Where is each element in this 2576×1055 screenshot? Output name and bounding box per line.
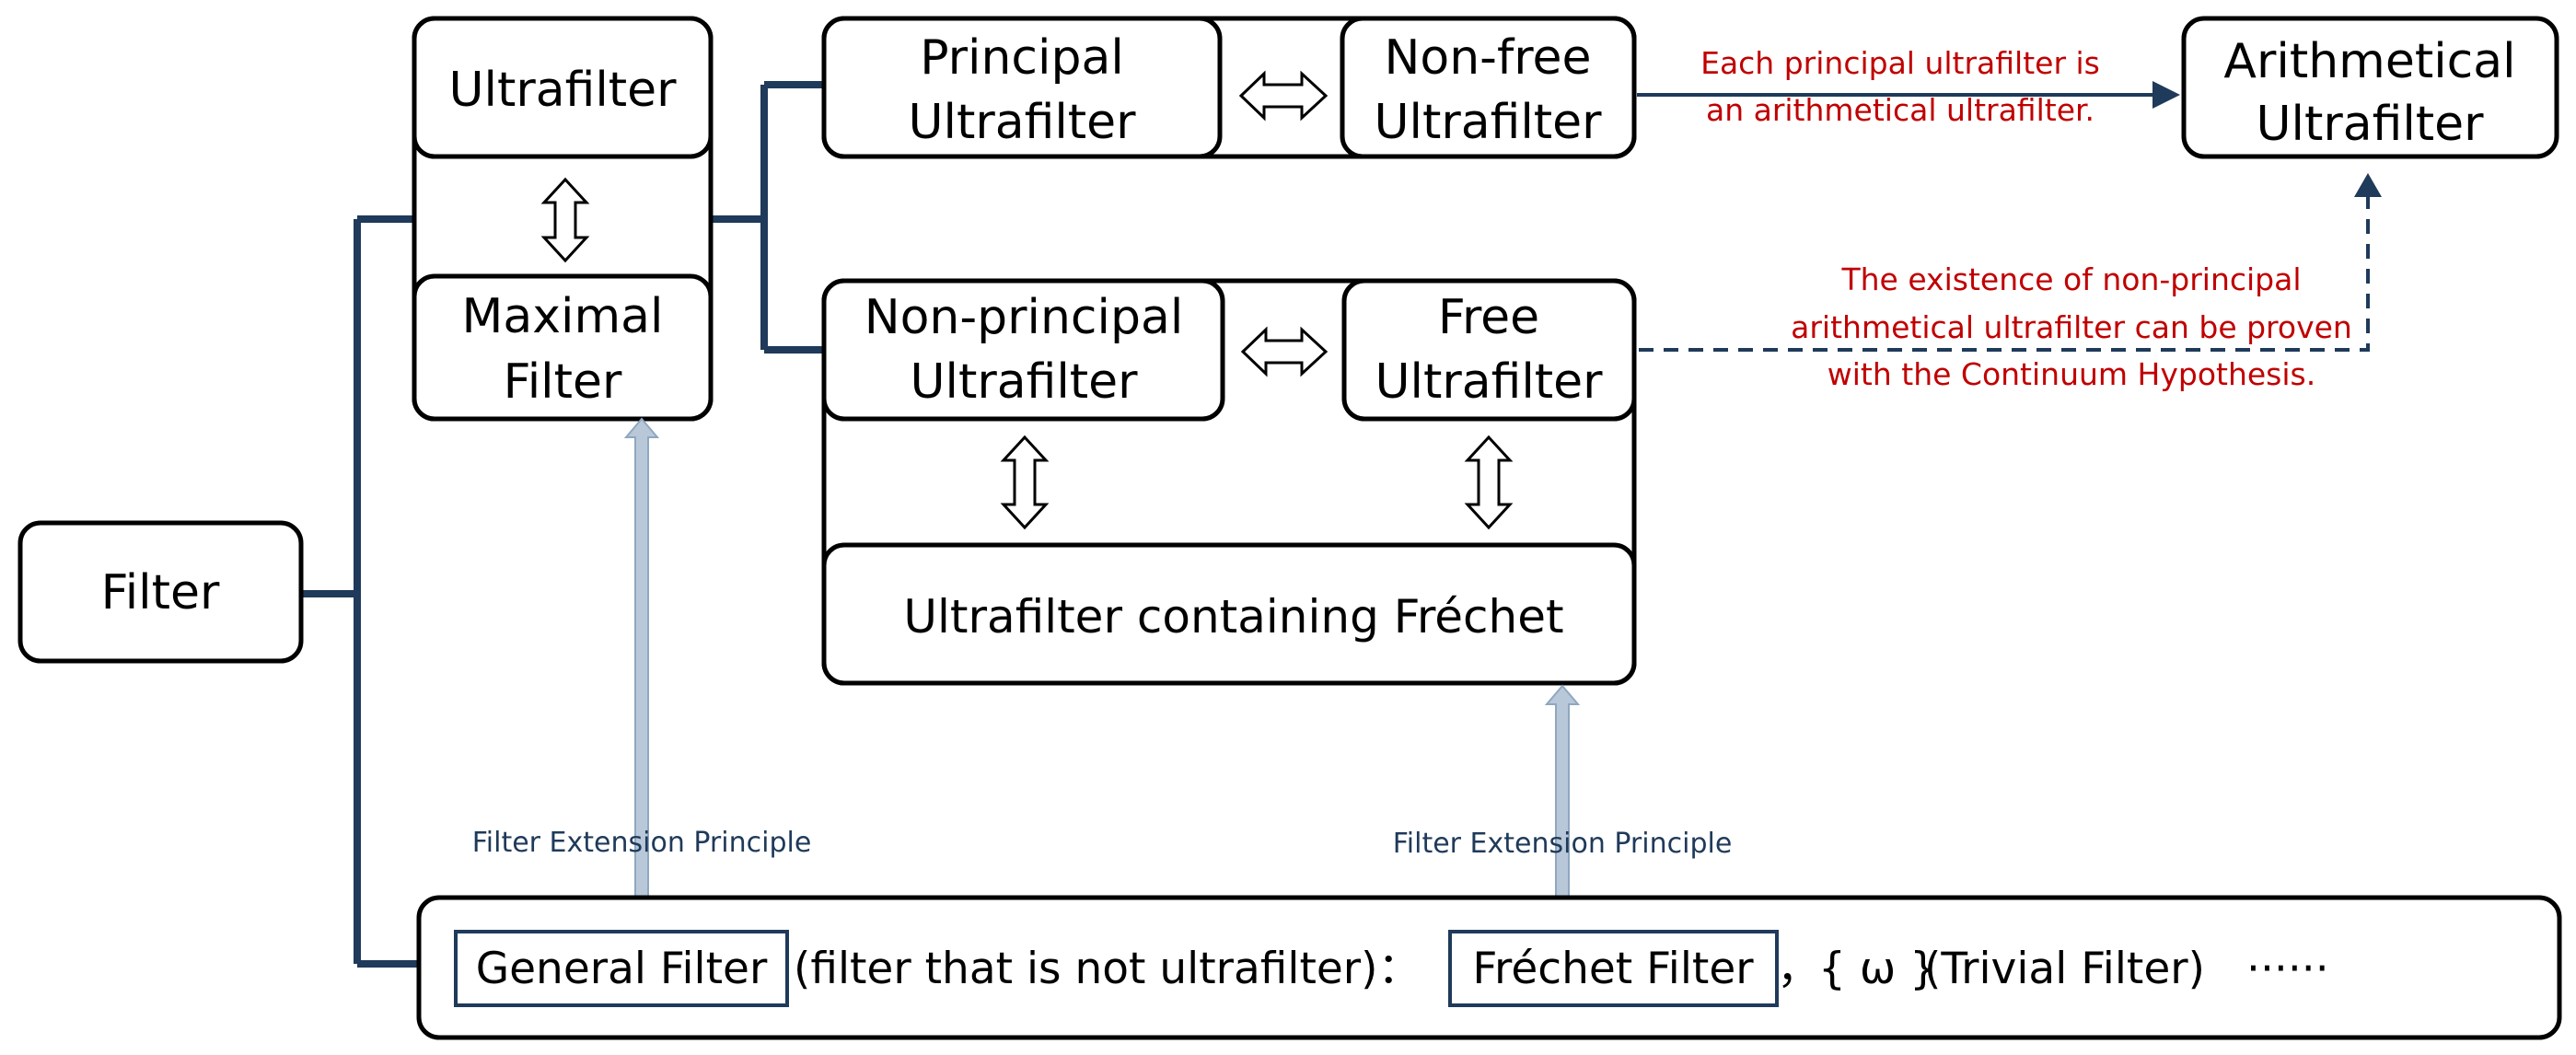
nonprincipal-label-line1: Non-principal: [864, 290, 1184, 345]
extension-arrow-right: [1544, 684, 1581, 917]
principal-row: Principal Ultrafilter Non-free Ultrafilt…: [821, 16, 1637, 159]
nonprincipal-label-line2: Ultrafilter: [910, 354, 1138, 410]
filter-node: Filter: [17, 520, 304, 664]
equivalence-arrow-principal-nonfree: [1238, 70, 1329, 122]
ellipsis: ······: [2246, 944, 2329, 994]
extension-label-right: Filter Extension Principle: [1393, 828, 1733, 860]
frechet-filter-label: Fréchet Filter: [1472, 944, 1754, 994]
equivalence-arrow-nonprincipal-free: [1240, 326, 1329, 377]
principal-arithmetical-note-line1: Each principal ultrafilter is: [1700, 45, 2100, 81]
principal-arithmetical-note-line2: an arithmetical ultrafilter.: [1706, 92, 2094, 128]
principal-label-line1: Principal: [920, 30, 1124, 86]
containing-frechet-label: Ultrafilter containing Fréchet: [903, 590, 1563, 643]
extension-arrow-left: [623, 417, 660, 917]
principal-label-line2: Ultrafilter: [908, 95, 1136, 150]
free-label-line2: Ultrafilter: [1375, 354, 1603, 410]
filter-label: Filter: [101, 565, 220, 620]
existence-note-line2: arithmetical ultrafilter can be proven: [1791, 309, 2352, 345]
maximal-label-line2: Filter: [504, 354, 622, 410]
equivalence-arrow-nonprincipal-frechet: [1000, 435, 1050, 530]
general-filter-frame: [454, 930, 789, 1007]
ultrafilter-group: Ultrafilter Maximal Filter: [412, 16, 714, 422]
dashed-existence-arrow: [1639, 173, 2382, 352]
equivalence-arrow-free-frechet: [1464, 435, 1514, 530]
extension-label-left: Filter Extension Principle: [472, 827, 812, 859]
principal-to-arithmetical-arrow: [1637, 81, 2180, 109]
nonfree-label-line1: Non-free: [1385, 30, 1592, 86]
nonfree-label-line2: Ultrafilter: [1374, 95, 1602, 150]
general-filter-label: General Filter: [476, 944, 768, 994]
existence-note-line3: with the Continuum Hypothesis.: [1828, 356, 2315, 392]
equivalence-arrow-ultrafilter-maximal: [540, 177, 590, 263]
arithmetical-label-line1: Arithmetical: [2223, 34, 2515, 89]
tree-connectors: [302, 81, 824, 968]
existence-note-line1: The existence of non-principal: [1840, 261, 2301, 297]
trivial-filter-label: (Trivial Filter): [1924, 944, 2205, 994]
frechet-filter-frame: [1448, 930, 1779, 1007]
free-label-line1: Free: [1438, 290, 1539, 345]
maximal-label-line1: Maximal: [462, 289, 664, 344]
general-filter-row: General Filter (filter that is not ultra…: [416, 895, 2562, 1040]
ultrafilter-label: Ultrafilter: [448, 63, 677, 118]
arithmetical-label-line2: Ultrafilter: [2256, 97, 2484, 152]
non-principal-group: Non-principal Ultrafilter Free Ultrafilt…: [821, 278, 1637, 686]
comma-separator: ，: [1777, 944, 1820, 994]
general-filter-description: (filter that is not ultrafilter)：: [794, 944, 1421, 994]
arithmetical-node: Arithmetical Ultrafilter: [2181, 16, 2559, 159]
omega-set: { ω }: [1818, 944, 1937, 994]
